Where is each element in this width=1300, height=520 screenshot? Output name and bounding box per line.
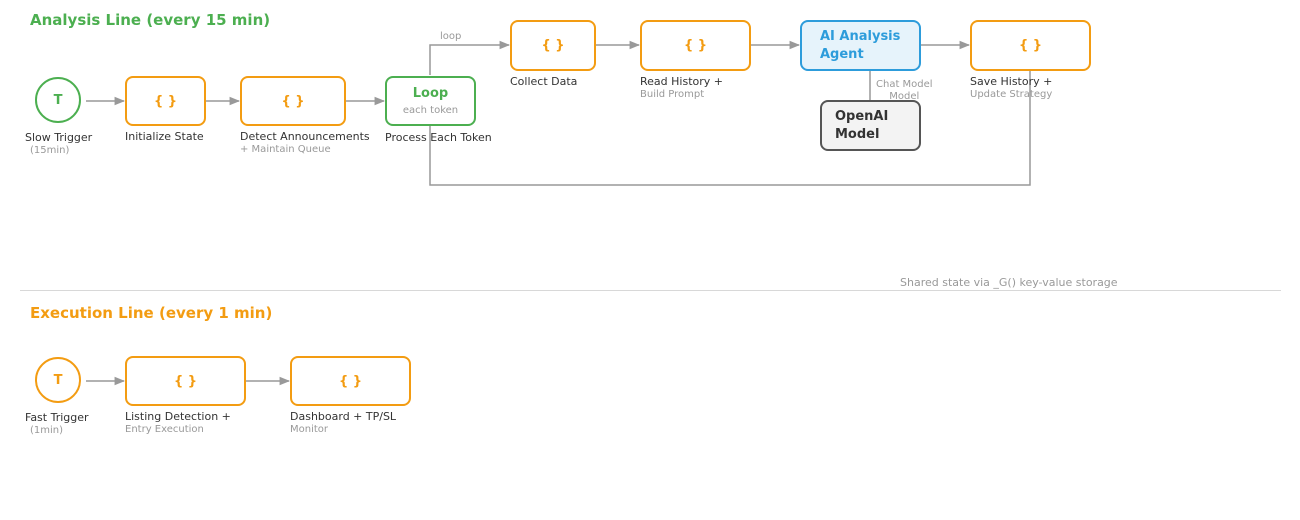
openai-model-title: OpenAI Model [835,108,888,144]
dashboard-caption: Dashboard + TP/SL Monitor [290,410,396,436]
dashboard-node[interactable]: { } [290,356,411,406]
save-history-sub: Update Strategy [970,89,1053,100]
initialize-state-node[interactable]: { } [125,76,206,126]
chat-model-line2: Model [889,91,920,102]
loop-title: Loop [412,86,449,101]
analysis-line-title: Analysis Line (every 15 min) [30,11,271,29]
openai-model-node[interactable]: OpenAI Model [820,100,921,151]
save-history-label: Save History + [970,75,1053,88]
dashboard-sub: Monitor [290,424,329,435]
code-icon: { } [541,38,565,53]
read-history-node[interactable]: { } [640,20,751,71]
shared-state-note: Shared state via _G() key-value storage [900,276,1118,289]
code-icon: { } [683,38,708,53]
collect-data-node[interactable]: { } [510,20,596,71]
initialize-state-caption: Initialize State [125,130,204,143]
code-icon: { } [153,93,178,109]
ai-agent-title: AI Analysis Agent [820,28,900,64]
openai-model-line1: OpenAI [835,108,889,124]
trigger-glyph: T [53,92,63,108]
read-history-label: Read History + [640,75,723,88]
code-icon: { } [173,373,198,389]
collect-data-label: Collect Data [510,75,578,88]
slow-trigger-caption: Slow Trigger (15min) [25,131,92,157]
execution-line-title: Execution Line (every 1 min) [30,304,273,322]
code-icon: { } [281,93,305,109]
trigger-glyph: T [53,372,63,388]
fast-trigger-node[interactable]: T [35,357,81,403]
read-history-sub: Build Prompt [640,89,705,100]
fast-trigger-interval: (1min) [30,425,64,436]
ai-agent-title-line2: Agent [820,46,864,62]
loop-node[interactable]: Loop each token [385,76,476,126]
edge-loop-to-collect [429,40,511,75]
edge-save-loopback [429,71,1031,186]
chat-model-edge-label: Chat Model Model [876,79,933,103]
process-each-token-caption: Process Each Token [385,131,492,144]
slow-trigger-interval: (15min) [30,145,70,156]
openai-model-line2: Model [835,126,880,142]
ai-agent-title-line1: AI Analysis [820,28,901,44]
loop-edge-label: loop [440,31,462,42]
save-history-node[interactable]: { } [970,20,1091,71]
chat-model-line1: Chat Model [876,79,933,90]
ai-analysis-agent-node[interactable]: AI Analysis Agent [800,20,921,71]
section-divider [20,290,1281,291]
loop-sub: each token [402,105,459,116]
slow-trigger-label: Slow Trigger [25,131,93,144]
detect-announcements-label: Detect Announcements [240,130,370,143]
initialize-state-label: Initialize State [125,130,204,143]
collect-data-caption: Collect Data [510,75,577,88]
read-history-caption: Read History + Build Prompt [640,75,723,101]
listing-detection-sub: Entry Execution [125,424,204,435]
dashboard-label: Dashboard + TP/SL [290,410,397,423]
listing-detection-node[interactable]: { } [125,356,246,406]
detect-announcements-caption: Detect Announcements + Maintain Queue [240,130,370,156]
slow-trigger-node[interactable]: T [35,77,81,123]
code-icon: { } [1018,38,1043,53]
fast-trigger-label: Fast Trigger [25,411,89,424]
detect-announcements-sub: + Maintain Queue [240,144,331,155]
detect-announcements-node[interactable]: { } [240,76,346,126]
fast-trigger-caption: Fast Trigger (1min) [25,411,89,437]
process-each-token-label: Process Each Token [385,131,492,144]
listing-detection-label: Listing Detection + [125,410,231,423]
save-history-caption: Save History + Update Strategy [970,75,1052,101]
code-icon: { } [338,373,363,389]
listing-detection-caption: Listing Detection + Entry Execution [125,410,231,436]
